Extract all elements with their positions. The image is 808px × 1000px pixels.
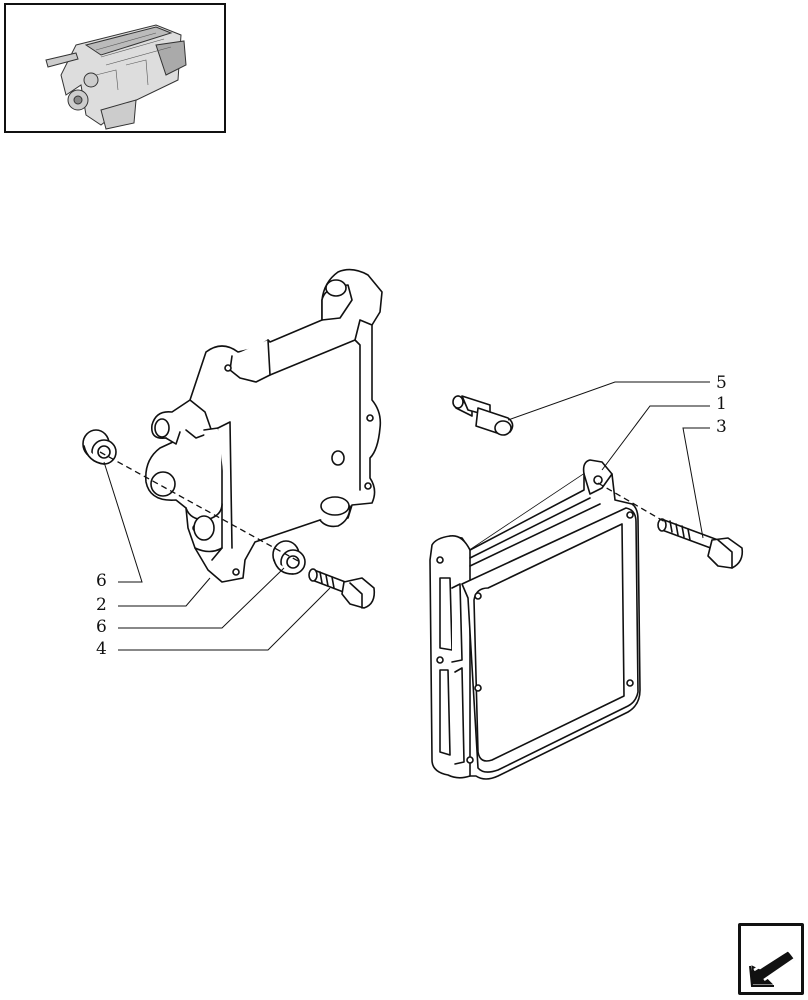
bush-part-6-upper xyxy=(82,429,117,465)
engine-thumbnail xyxy=(4,3,226,133)
callout-2: 2 xyxy=(96,595,107,615)
next-page-button[interactable] xyxy=(738,923,804,995)
callout-1: 1 xyxy=(716,394,727,414)
ecu-part xyxy=(429,459,641,780)
spacer-part xyxy=(452,395,514,436)
callout-6-lower: 6 xyxy=(96,617,107,637)
leader-lines xyxy=(103,381,710,651)
bush-part-6-lower xyxy=(272,540,306,575)
screw-part-3 xyxy=(657,518,744,569)
assembly-axis-lines xyxy=(99,451,666,563)
bracket-part xyxy=(144,268,383,583)
screw-part-4 xyxy=(308,568,376,609)
callout-3: 3 xyxy=(716,417,727,437)
engine-thumbnail-icon xyxy=(45,24,187,130)
callout-4: 4 xyxy=(96,639,107,659)
callout-5: 5 xyxy=(716,373,727,393)
next-page-arrow-icon xyxy=(749,948,798,987)
callout-6-upper: 6 xyxy=(96,571,107,591)
